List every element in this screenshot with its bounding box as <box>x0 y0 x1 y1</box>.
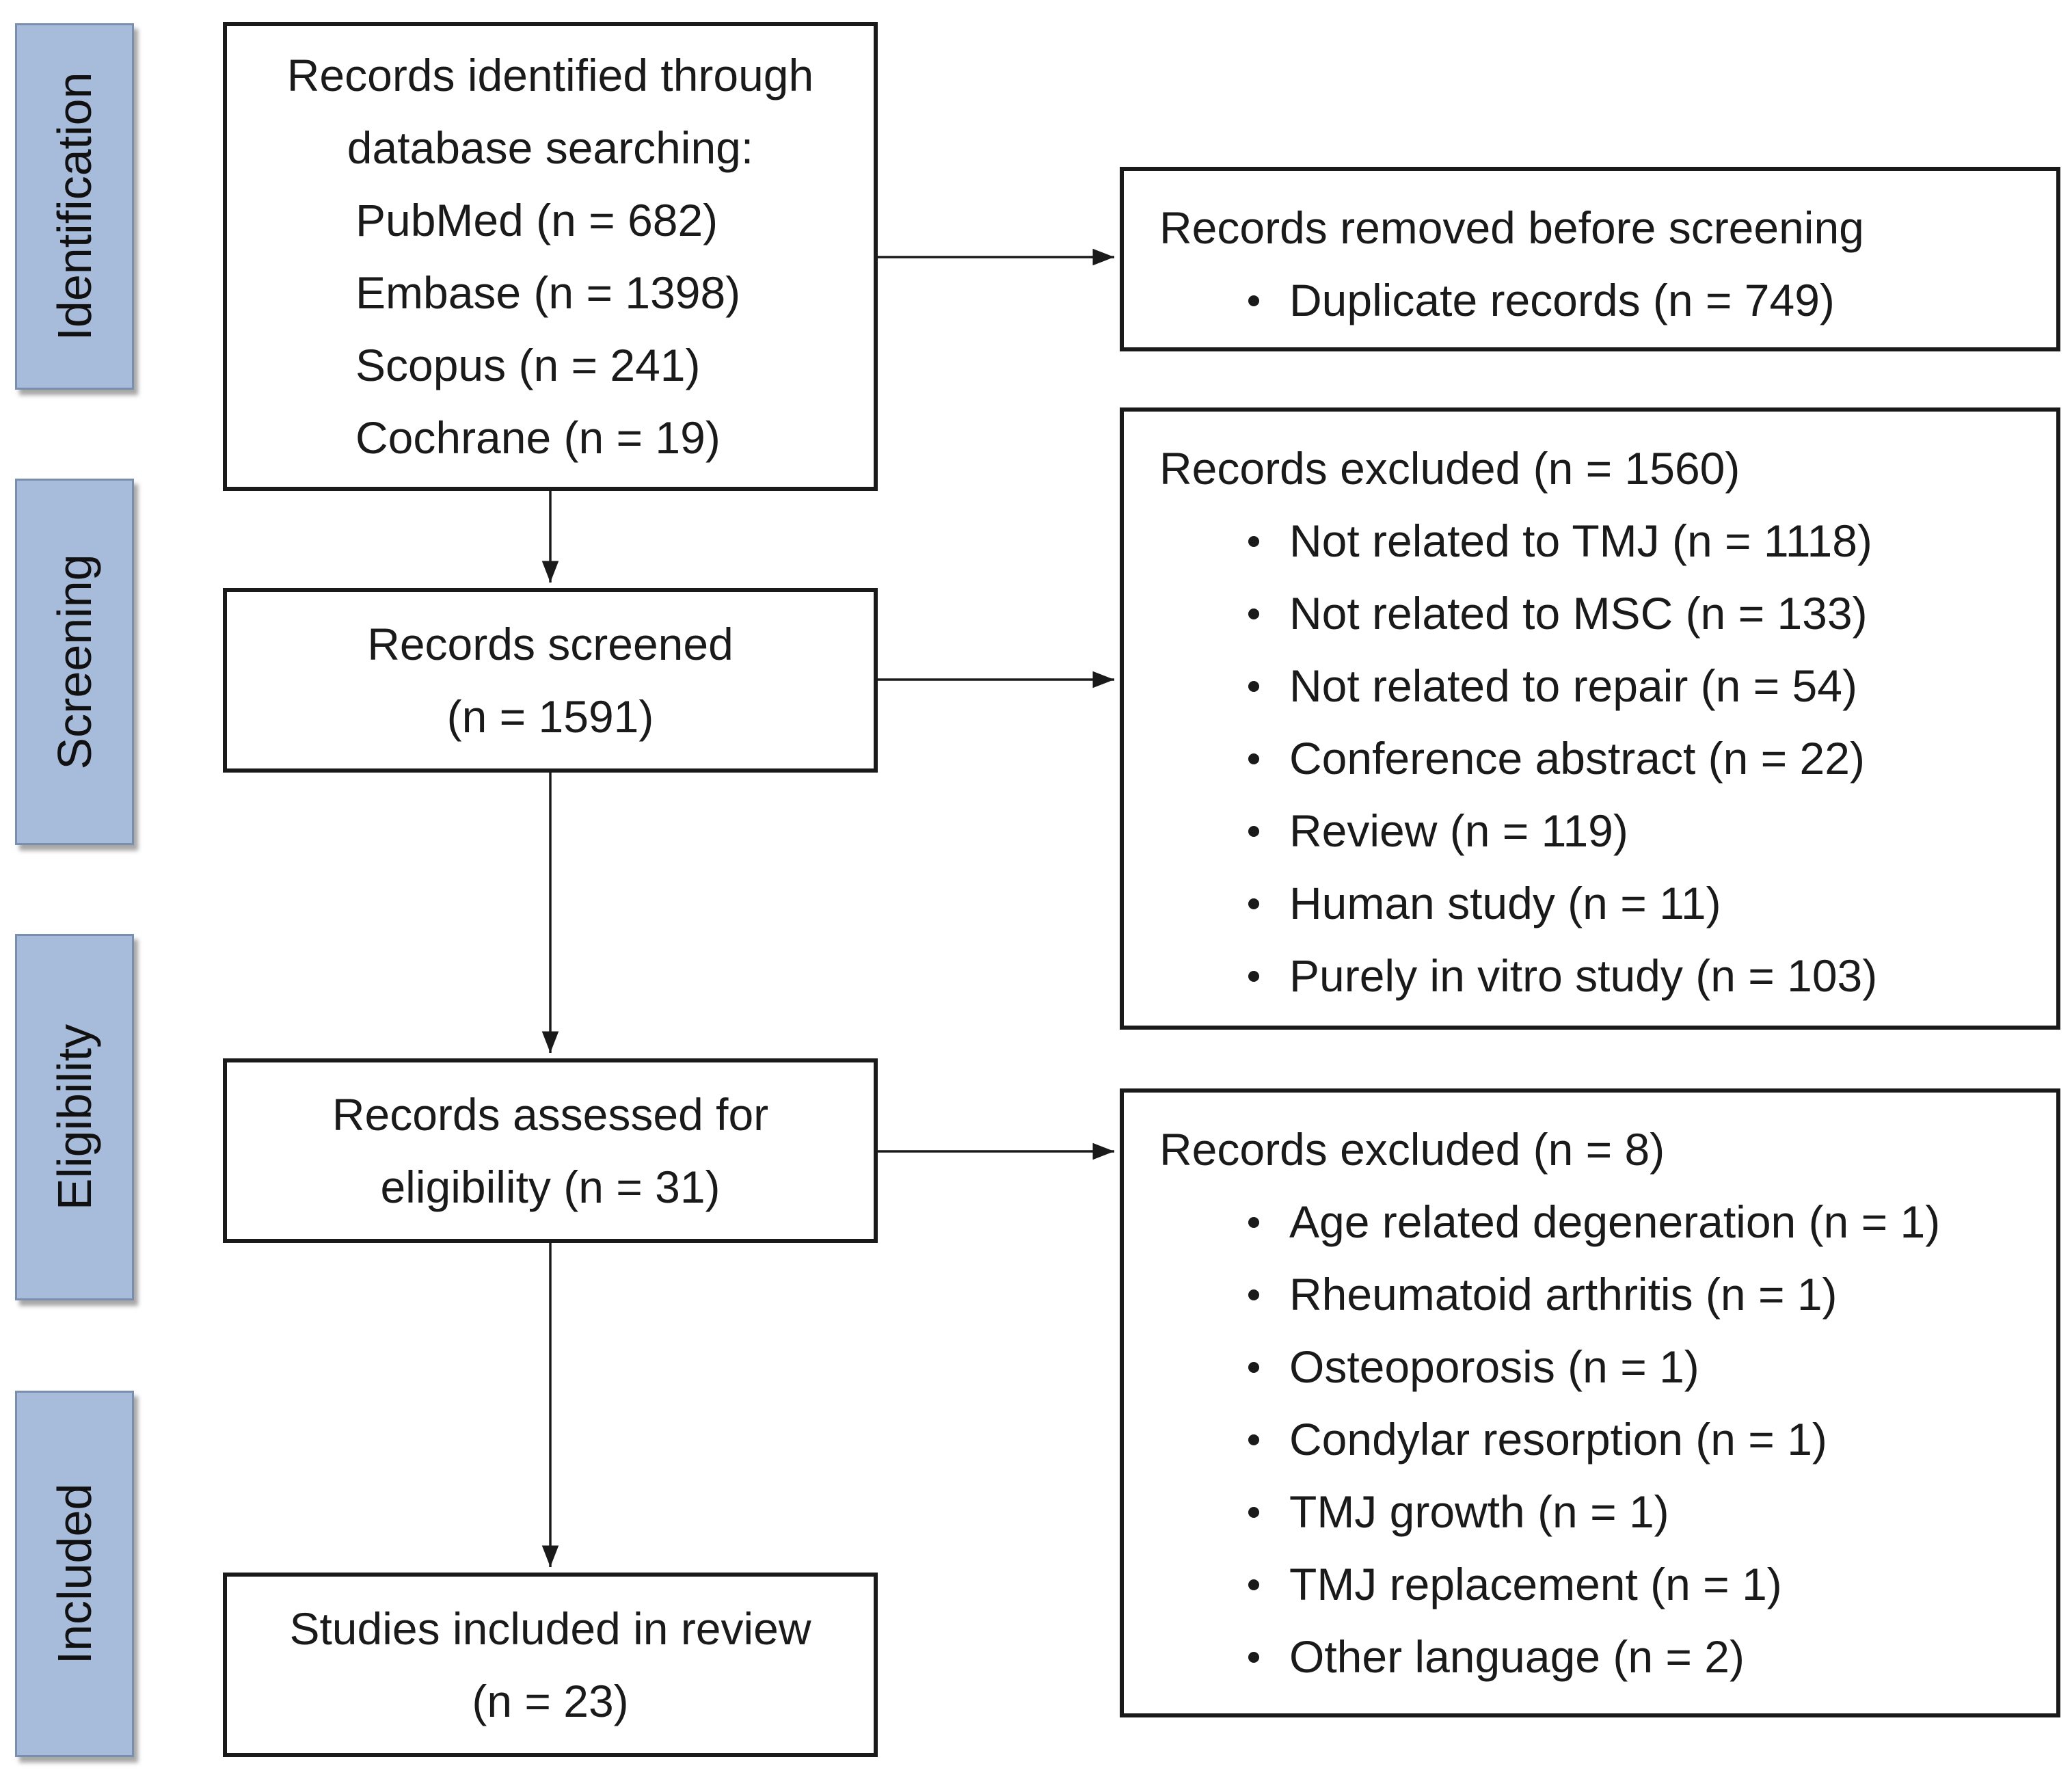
list-item: Purely in vitro study (n = 103) <box>1248 939 2056 1012</box>
phase-eligibility: Eligibility <box>15 934 134 1300</box>
database-source-list: PubMed (n = 682) Embase (n = 1398) Scopu… <box>355 184 745 474</box>
list-item: Human study (n = 11) <box>1248 867 2056 939</box>
phase-included: Included <box>15 1391 134 1757</box>
source-scopus: Scopus (n = 241) <box>355 340 701 390</box>
list-item: Review (n = 119) <box>1248 794 2056 867</box>
records-excluded-screening-list: Not related to TMJ (n = 1118) Not relate… <box>1159 505 2056 1012</box>
records-excluded-eligibility-box: Records excluded (n = 8) Age related deg… <box>1120 1088 2060 1717</box>
studies-included-line2: (n = 23) <box>472 1676 629 1726</box>
list-item: Duplicate records (n = 749) <box>1248 264 2056 336</box>
records-excluded-eligibility-list: Age related degeneration (n = 1) Rheumat… <box>1159 1186 2056 1693</box>
studies-included-line1: Studies included in review <box>289 1603 811 1654</box>
records-identified-title-line1: Records identified through <box>286 50 814 101</box>
records-removed-box: Records removed before screening Duplica… <box>1120 167 2060 351</box>
list-item: Not related to MSC (n = 133) <box>1248 577 2056 650</box>
list-item: Osteoporosis (n = 1) <box>1248 1330 2056 1403</box>
list-item: Rheumatoid arthritis (n = 1) <box>1248 1258 2056 1330</box>
list-item: Condylar resorption (n = 1) <box>1248 1403 2056 1475</box>
records-identified-box: Records identified through database sear… <box>223 22 878 491</box>
records-removed-title: Records removed before screening <box>1159 202 1864 253</box>
records-identified-title-line2: database searching: <box>347 122 754 173</box>
source-embase: Embase (n = 1398) <box>355 267 741 318</box>
records-screened-line2: (n = 1591) <box>446 691 654 742</box>
phase-screening: Screening <box>15 479 134 845</box>
records-excluded-screening-box: Records excluded (n = 1560) Not related … <box>1120 407 2060 1030</box>
records-excluded-eligibility-title: Records excluded (n = 8) <box>1159 1124 1665 1175</box>
phase-identification: Identification <box>15 23 134 390</box>
records-assessed-box: Records assessed for eligibility (n = 31… <box>223 1058 878 1243</box>
records-assessed-line1: Records assessed for <box>332 1089 769 1140</box>
list-item: TMJ replacement (n = 1) <box>1248 1548 2056 1620</box>
studies-included-box: Studies included in review (n = 23) <box>223 1573 878 1757</box>
source-cochrane: Cochrane (n = 19) <box>355 412 721 463</box>
list-item: TMJ growth (n = 1) <box>1248 1475 2056 1548</box>
records-screened-box: Records screened (n = 1591) <box>223 588 878 773</box>
records-excluded-screening-title: Records excluded (n = 1560) <box>1159 443 1740 494</box>
list-item: Age related degeneration (n = 1) <box>1248 1186 2056 1258</box>
records-removed-list: Duplicate records (n = 749) <box>1159 264 2056 336</box>
list-item: Not related to repair (n = 54) <box>1248 650 2056 722</box>
source-pubmed: PubMed (n = 682) <box>355 195 718 245</box>
records-assessed-line2: eligibility (n = 31) <box>380 1162 721 1212</box>
list-item: Conference abstract (n = 22) <box>1248 722 2056 794</box>
list-item: Other language (n = 2) <box>1248 1620 2056 1693</box>
list-item: Not related to TMJ (n = 1118) <box>1248 505 2056 577</box>
records-screened-line1: Records screened <box>367 619 734 669</box>
